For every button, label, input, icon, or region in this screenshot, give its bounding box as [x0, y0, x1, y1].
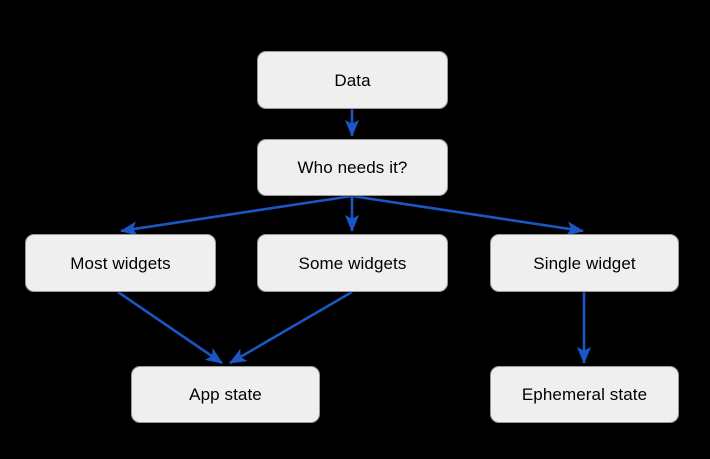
node-most-widgets[interactable]: Most widgets [25, 234, 216, 292]
node-app-state[interactable]: App state [131, 366, 320, 423]
node-label-app-state: App state [189, 385, 262, 404]
node-label-who-needs-it: Who needs it? [297, 158, 408, 177]
node-label-most-widgets: Most widgets [70, 253, 171, 273]
node-some-widgets[interactable]: Some widgets [257, 234, 448, 292]
node-label-single-widget: Single widget [533, 253, 636, 273]
node-label-data: Data [334, 70, 371, 90]
edge-who-to-single [351, 194, 585, 236]
node-label-ephemeral-state: Ephemeral state [521, 385, 648, 404]
edge-some-to-app [229, 290, 353, 365]
node-single-widget[interactable]: Single widget [490, 234, 679, 292]
node-ephemeral-state[interactable]: Ephemeral state [490, 366, 679, 423]
edge-most-to-app [117, 290, 223, 365]
node-who-needs-it[interactable]: Who needs it? [257, 139, 448, 196]
node-data[interactable]: Data [257, 51, 448, 109]
edge-who-to-most [119, 194, 353, 236]
node-label-some-widgets: Some widgets [298, 253, 407, 273]
